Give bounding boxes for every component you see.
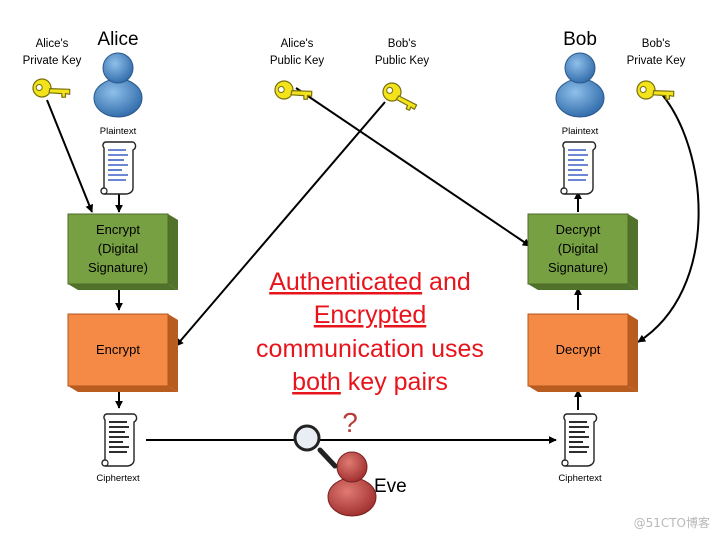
plaintext-left-document-icon: [100, 141, 137, 195]
caption-both: both: [292, 368, 341, 396]
decrypt-box: Decrypt: [527, 313, 638, 392]
decrypt-signature-line3: Signature): [548, 260, 608, 275]
question-mark: ?: [342, 407, 358, 438]
caption-authenticated: Authenticated: [269, 268, 422, 296]
ciphertext-right-label: Ciphertext: [558, 473, 602, 484]
ciphertext-right-document-icon: [561, 413, 598, 467]
plaintext-left-label: Plaintext: [100, 126, 137, 137]
encrypt-signature-box: Encrypt (Digital Signature): [67, 213, 178, 290]
caption-key-pairs: key pairs: [341, 368, 448, 396]
bob-private-key-label-line2: Private Key: [627, 55, 686, 67]
bob-person-icon: [555, 52, 605, 118]
arrow-alice-public-to-decrypt-sign: [295, 87, 531, 247]
caption-and: and: [422, 268, 471, 296]
alice-private-key-label-line1: Alice's: [36, 38, 69, 50]
key-labels: Alice's Private Key Alice's Public Key B…: [23, 38, 686, 67]
encrypt-signature-line2: (Digital: [98, 241, 139, 256]
alice-person-icon: [93, 52, 143, 118]
eve-name: Eve: [374, 476, 407, 497]
bob-private-key-label-line1: Bob's: [642, 38, 671, 50]
alice-public-key-label-line2: Public Key: [270, 55, 325, 67]
plaintext-right-document-icon: [560, 141, 597, 195]
alice-private-key-icon: [28, 67, 73, 111]
arrow-alice-private-to-encrypt-sign: [46, 99, 94, 213]
decrypt-signature-line2: (Digital: [558, 241, 599, 256]
bob-public-key-label-line1: Bob's: [388, 38, 417, 50]
alice-private-key-label-line2: Private Key: [23, 55, 82, 67]
bob-public-key-icon: [380, 78, 418, 115]
connectors: [46, 87, 700, 444]
encrypt-signature-line1: Encrypt: [96, 222, 140, 237]
arrow-bob-private-to-decrypt: [637, 91, 700, 343]
plaintext-right-label: Plaintext: [562, 126, 599, 137]
watermark: @51CTO博客: [634, 515, 710, 530]
caption-line4: both key pairs: [292, 368, 448, 396]
alice-public-key-icon: [270, 69, 315, 113]
eve-person-icon: [327, 451, 377, 517]
ciphertext-left-label: Ciphertext: [96, 473, 140, 484]
caption-line3: communication uses: [256, 335, 484, 363]
arrow-bob-public-to-encrypt: [175, 101, 386, 347]
decrypt-signature-box: Decrypt (Digital Signature): [527, 213, 638, 290]
caption-line1: Authenticated and: [269, 268, 471, 296]
encrypt-signature-line3: Signature): [88, 260, 148, 275]
center-caption: Authenticated and Encrypted communicatio…: [256, 268, 484, 396]
encrypt-box-label: Encrypt: [96, 342, 140, 357]
alice-public-key-label-line1: Alice's: [281, 38, 314, 50]
magnifier-icon: [293, 424, 338, 469]
decrypt-box-label: Decrypt: [556, 342, 601, 357]
alice-name: Alice: [97, 29, 138, 50]
bob-name: Bob: [563, 29, 597, 50]
bob-public-key-label-line2: Public Key: [375, 55, 430, 67]
ciphertext-left-document-icon: [101, 413, 138, 467]
encrypt-box: Encrypt: [67, 313, 178, 392]
caption-line2: Encrypted: [314, 301, 427, 329]
decrypt-signature-line1: Decrypt: [556, 222, 601, 237]
